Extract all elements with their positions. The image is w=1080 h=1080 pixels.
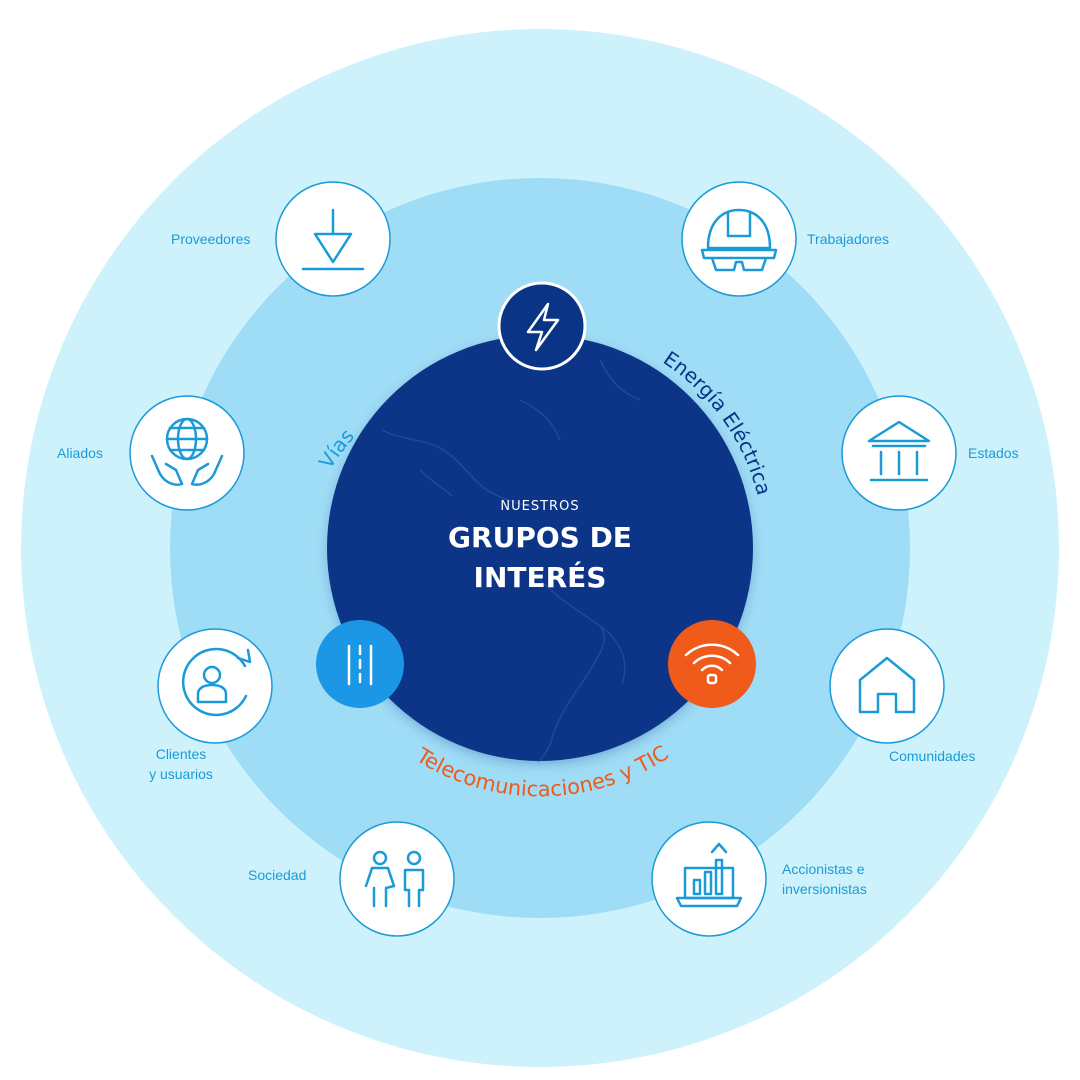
lightning-icon: [526, 302, 560, 352]
label-clientes-line1: Clientes: [155, 746, 207, 762]
road-icon: [347, 644, 373, 686]
label-clientes: Clientes y usuarios: [140, 744, 222, 784]
sociedad-node[interactable]: [339, 821, 455, 937]
center-subtitle: NUESTROS: [500, 499, 579, 514]
center-title-line1: GRUPOS DE: [448, 521, 632, 554]
trabajadores-node[interactable]: [681, 181, 797, 297]
center-circle: [327, 335, 753, 761]
user-refresh-icon: [181, 647, 252, 717]
people-icon: [364, 850, 425, 908]
government-building-icon: [867, 420, 931, 482]
accionistas-node[interactable]: [651, 821, 767, 937]
map-outline: [381, 359, 641, 763]
label-comunidades: Comunidades: [889, 748, 976, 764]
label-accionistas-line1: Accionistas e: [782, 861, 865, 877]
telecom-badge: [668, 620, 756, 708]
label-proveedores: Proveedores: [171, 231, 251, 247]
label-clientes-line2: y usuarios: [149, 766, 213, 782]
label-accionistas-line2: inversionistas: [782, 881, 867, 897]
clientes-node[interactable]: [157, 628, 273, 744]
hard-hat-icon: [700, 208, 778, 272]
vias-badge: [316, 620, 404, 708]
energy-badge: [497, 281, 587, 371]
label-accionistas: Accionistas e inversionistas: [782, 859, 867, 899]
label-sociedad: Sociedad: [248, 867, 307, 883]
estados-node[interactable]: [841, 395, 957, 511]
center-title-line2: INTERÉS: [474, 560, 607, 594]
globe-hands-icon: [150, 417, 224, 486]
comunidades-node[interactable]: [829, 628, 945, 744]
wifi-icon: [684, 643, 740, 685]
proveedores-node[interactable]: [275, 181, 391, 297]
label-trabajadores: Trabajadores: [807, 231, 889, 247]
aliados-node[interactable]: [129, 395, 245, 511]
laptop-chart-icon: [675, 842, 743, 908]
label-aliados: Aliados: [57, 445, 103, 461]
house-icon: [858, 656, 916, 714]
label-estados: Estados: [968, 445, 1019, 461]
ground-arrow-icon: [301, 208, 365, 271]
